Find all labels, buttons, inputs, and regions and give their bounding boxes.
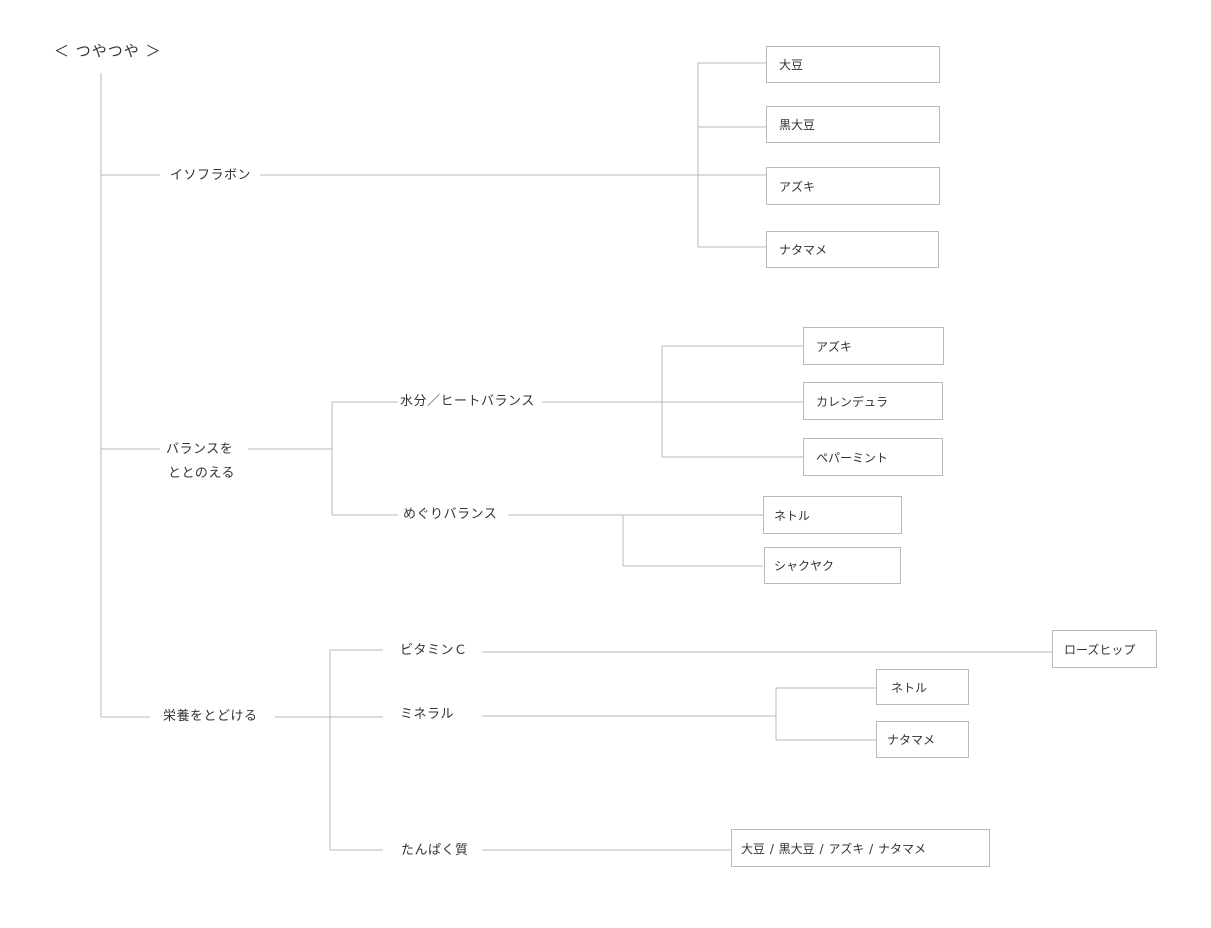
leaf-box: ネトル <box>763 496 902 534</box>
root-title: ＜ つやつや ＞ <box>54 42 162 60</box>
branch-isoflavone: イソフラボン <box>170 168 252 183</box>
leaf-box: アズキ <box>766 167 940 205</box>
sub-protein: たんぱく質 <box>401 843 469 858</box>
leaf-box: シャクヤク <box>764 547 901 584</box>
leaf-box: 黒大豆 <box>766 106 940 143</box>
branch-balance-line-1: バランスを <box>166 442 234 457</box>
leaf-box: アズキ <box>803 327 944 365</box>
sub-water-balance: 水分／ヒートバランス <box>400 394 535 409</box>
branch-balance-line-2: ととのえる <box>168 466 235 481</box>
leaf-box: カレンデュラ <box>803 382 943 420</box>
sub-mineral: ミネラル <box>400 707 455 722</box>
leaf-box: ナタマメ <box>766 231 939 268</box>
leaf-box: ローズヒップ <box>1052 630 1157 668</box>
leaf-box: ネトル <box>876 669 969 705</box>
leaf-box: 大豆 <box>766 46 940 83</box>
sub-vitamin-c: ビタミンＣ <box>400 643 468 658</box>
leaf-box-summary: 大豆 / 黒大豆 / アズキ / ナタマメ <box>731 829 990 867</box>
leaf-box: ペパーミント <box>803 438 943 476</box>
branch-nutrition: 栄養をとどける <box>163 709 258 724</box>
sub-circulation-balance: めぐりバランス <box>403 507 498 522</box>
leaf-box: ナタマメ <box>876 721 969 758</box>
